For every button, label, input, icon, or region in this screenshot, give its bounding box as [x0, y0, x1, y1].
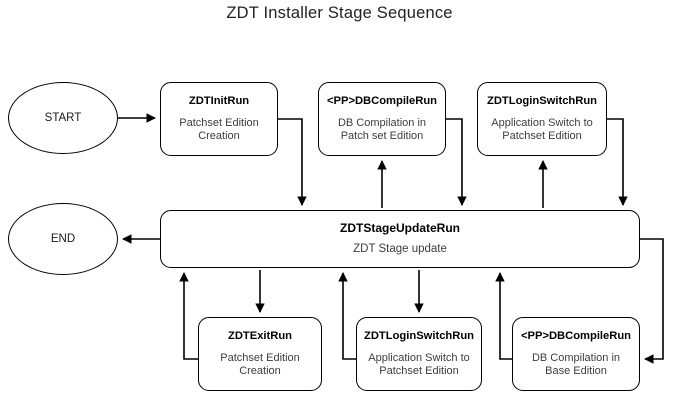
edge-loginswitch-top-to-stage	[607, 118, 628, 206]
node-start-title: START	[44, 111, 82, 124]
node-zdtloginswitchrun-top-title: ZDTLoginSwitchRun	[487, 94, 597, 107]
page-title: ZDT Installer Stage Sequence	[226, 4, 453, 22]
node-zdtloginswitchrun-bottom-title: ZDTLoginSwitchRun	[364, 329, 474, 342]
edge-loginswitch-bottom-to-stage	[338, 272, 356, 360]
node-pp-dbcompilerun-base-title: <PP>DBCompileRun	[520, 329, 632, 342]
node-start[interactable]: START	[8, 82, 118, 154]
edge-dbcompile-patch-to-stage	[446, 118, 467, 206]
edge-exit-to-stage	[179, 272, 198, 360]
node-zdtstageupdaterun-title: ZDTStageUpdateRun	[340, 220, 460, 235]
edge-dbcompile-base-to-stage	[495, 272, 512, 360]
node-zdtstageupdaterun-subtitle: ZDT Stage update	[353, 242, 447, 255]
node-zdtinitrun-title: ZDTInitRun	[188, 94, 250, 107]
edge-stage-to-dbcompile-base	[640, 238, 664, 364]
node-pp-dbcompilerun-patchset-title: <PP>DBCompileRun	[326, 94, 438, 107]
node-end[interactable]: END	[8, 203, 118, 275]
node-end-title: END	[50, 232, 76, 245]
node-zdtstageupdaterun[interactable]: ZDTStageUpdateRun ZDT Stage update	[160, 210, 640, 268]
edge-init-to-stage	[278, 118, 307, 206]
node-zdtexitrun-title: ZDTExitRun	[227, 329, 292, 342]
